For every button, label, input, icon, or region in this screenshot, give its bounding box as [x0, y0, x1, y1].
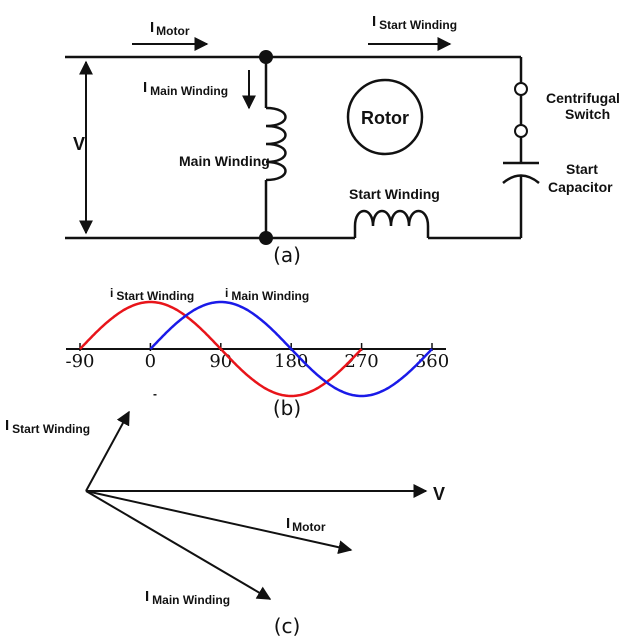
- voltage-label: V: [73, 134, 85, 154]
- main-winding-label: Main Winding: [179, 153, 270, 169]
- phasor-i-start: [85, 410, 130, 492]
- start-winding-label: Start Winding: [349, 186, 440, 202]
- switch-contacts: [514, 82, 528, 138]
- node-bottom: [259, 231, 273, 245]
- waveform-tick-label: -90: [66, 351, 95, 372]
- start-winding-coil: [353, 209, 430, 238]
- rotor-label: Rotor: [361, 108, 409, 128]
- centrifugal-switch-label-2: Switch: [565, 106, 610, 122]
- start-winding-curve: [79, 300, 363, 398]
- phasor-i-main: [85, 490, 272, 600]
- caption-b: (b): [273, 396, 301, 420]
- circuit-arrows: [79, 37, 452, 235]
- caption-a: (a): [273, 243, 301, 267]
- start-capacitor-label-2: Capacitor: [548, 179, 613, 195]
- rotor-circle: [346, 78, 424, 156]
- waveform-marker: -: [153, 387, 157, 401]
- start-capacitor-label-1: Start: [566, 161, 598, 177]
- phasor-v-label: V: [433, 484, 445, 504]
- circuit-nodes: [259, 50, 273, 245]
- switch-contact-bottom: [514, 124, 528, 138]
- caption-c: (c): [274, 614, 301, 638]
- circuit-diagram: [65, 55, 540, 240]
- capacitor-plate-bottom: [502, 174, 540, 184]
- main-winding-coil: [265, 106, 287, 182]
- main-winding-curve: [149, 300, 433, 398]
- switch-contact-top: [514, 82, 528, 96]
- phasor-i-motor: [85, 490, 353, 555]
- phasor-diagram: [85, 410, 428, 600]
- centrifugal-switch-label-1: Centrifugal: [546, 90, 620, 106]
- node-top: [259, 50, 273, 64]
- waveform-tick-label: 0: [145, 351, 156, 372]
- waveform-tick-label: 90: [209, 351, 232, 372]
